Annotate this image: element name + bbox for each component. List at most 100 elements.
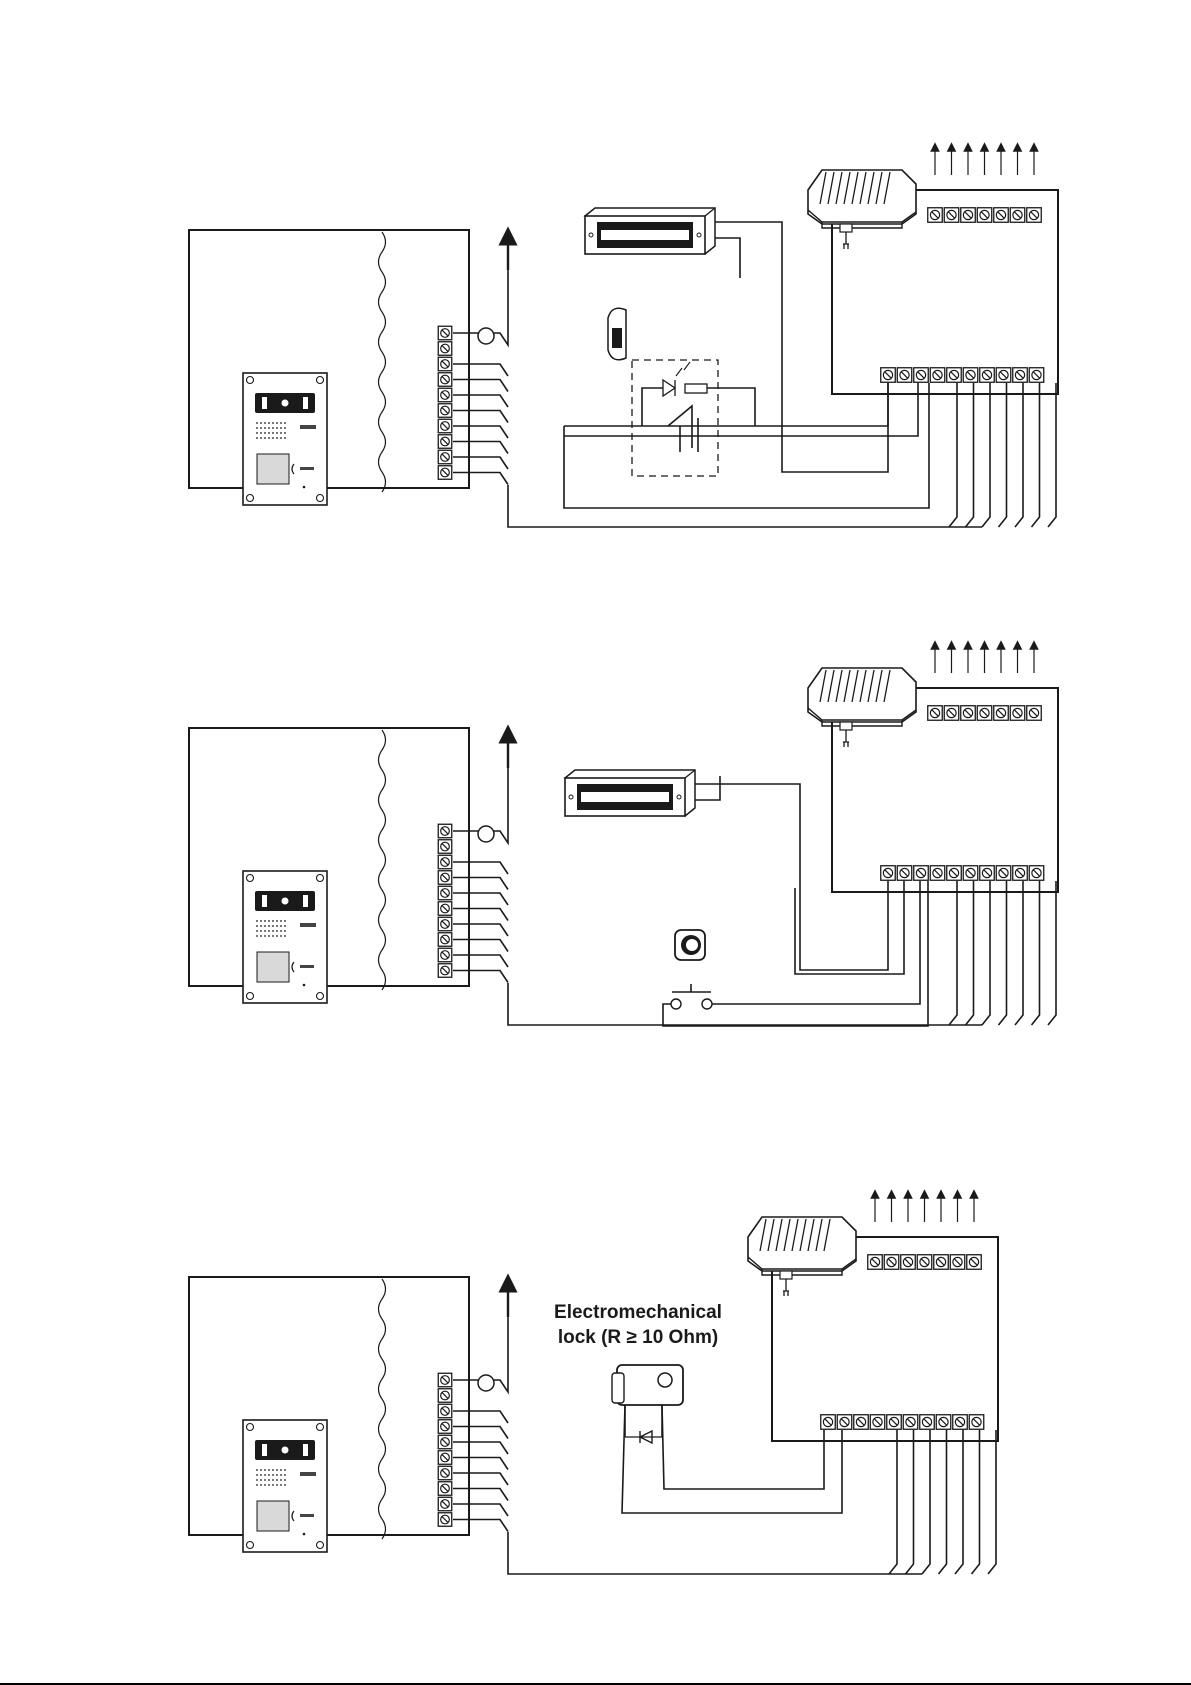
terminal xyxy=(438,1451,452,1465)
door-panel xyxy=(243,871,327,1003)
terminal xyxy=(961,706,976,721)
terminal xyxy=(944,208,959,223)
indicator-led xyxy=(303,984,306,987)
terminal xyxy=(438,342,452,356)
exit-button xyxy=(675,930,705,960)
push-switch-symbol xyxy=(671,984,712,1009)
terminal xyxy=(821,1415,836,1430)
terminal xyxy=(963,866,978,881)
keyhole-icon xyxy=(658,1373,672,1387)
terminal xyxy=(977,208,992,223)
terminal xyxy=(854,1415,869,1430)
light-rays-icon xyxy=(676,362,690,376)
terminal xyxy=(897,368,912,383)
camera-lens-icon xyxy=(282,1447,289,1454)
call-button xyxy=(257,1501,289,1531)
terminal xyxy=(996,368,1011,383)
terminal xyxy=(438,840,452,854)
terminal xyxy=(980,368,995,383)
terminal xyxy=(438,1482,452,1496)
terminal xyxy=(837,1415,852,1430)
power-supply xyxy=(748,1217,856,1296)
camera-lens-icon xyxy=(282,400,289,407)
output-arrows xyxy=(875,1194,974,1222)
output-arrows xyxy=(935,645,1034,673)
terminal xyxy=(438,1420,452,1434)
controller-bottom-terminals xyxy=(881,866,1044,881)
terminal xyxy=(438,902,452,916)
terminal xyxy=(947,866,962,881)
door-panel xyxy=(243,1420,327,1552)
terminal xyxy=(967,1255,982,1270)
terminal xyxy=(920,1415,935,1430)
unit-terminal-block xyxy=(438,326,452,479)
terminal xyxy=(947,368,962,383)
terminal xyxy=(438,419,452,433)
led-sensor-block xyxy=(632,360,755,476)
unit-terminal-block xyxy=(438,1373,452,1526)
terminal xyxy=(930,866,945,881)
terminal xyxy=(1013,368,1028,383)
camera-block xyxy=(255,393,315,413)
brand-logo xyxy=(300,425,316,429)
brand-logo xyxy=(300,923,316,927)
terminal xyxy=(438,1497,452,1511)
psu-socket xyxy=(780,1271,792,1279)
terminal xyxy=(438,435,452,449)
unit-housing xyxy=(189,230,469,488)
door-panel xyxy=(243,373,327,505)
unit-fan-wires xyxy=(453,364,508,485)
mains-plug-icon xyxy=(783,1279,789,1296)
terminal xyxy=(881,368,896,383)
unit-fan-wires xyxy=(453,1411,508,1532)
magnetic-lock xyxy=(585,208,715,254)
terminal xyxy=(963,368,978,383)
electromechanical-lock xyxy=(612,1365,683,1405)
terminal xyxy=(870,1415,885,1430)
exit-sensor xyxy=(608,308,626,360)
terminal xyxy=(950,1255,965,1270)
terminal xyxy=(438,1513,452,1527)
terminal xyxy=(438,1435,452,1449)
terminal xyxy=(1029,866,1044,881)
terminal xyxy=(903,1415,918,1430)
indicator-led xyxy=(303,1533,306,1536)
led-diode-icon xyxy=(663,380,675,396)
coax-icon xyxy=(478,328,494,344)
terminal xyxy=(914,866,929,881)
power-supply xyxy=(808,668,916,747)
lock-wires xyxy=(715,222,888,472)
reader-label xyxy=(300,1514,314,1517)
terminal xyxy=(438,1389,452,1403)
reader-label xyxy=(300,467,314,470)
controller-top-terminals xyxy=(928,706,1042,721)
terminal xyxy=(438,886,452,900)
terminal xyxy=(887,1415,902,1430)
panel-body xyxy=(243,1420,327,1552)
magnetic-lock xyxy=(565,770,695,816)
terminal xyxy=(438,933,452,947)
terminal xyxy=(1029,368,1044,383)
lock-wires xyxy=(622,1405,842,1513)
terminal xyxy=(438,1373,452,1387)
controller-bottom-terminals xyxy=(881,368,1044,383)
terminal xyxy=(438,824,452,838)
unit-housing xyxy=(189,1277,469,1535)
camera-block xyxy=(255,891,315,911)
cut-line xyxy=(379,1279,386,1539)
terminal xyxy=(917,1255,932,1270)
sensor-wires xyxy=(564,383,929,508)
lock-caption-line1: Electromechanical xyxy=(554,1302,722,1323)
terminal xyxy=(438,450,452,464)
terminal xyxy=(1027,208,1042,223)
unit-fan-wires xyxy=(453,862,508,983)
terminal xyxy=(901,1255,916,1270)
terminal xyxy=(438,388,452,402)
terminal xyxy=(438,373,452,387)
terminal xyxy=(438,1466,452,1480)
resistor-icon xyxy=(685,384,707,393)
terminal xyxy=(961,208,976,223)
panel-body xyxy=(243,373,327,505)
coax-icon xyxy=(478,1375,494,1391)
